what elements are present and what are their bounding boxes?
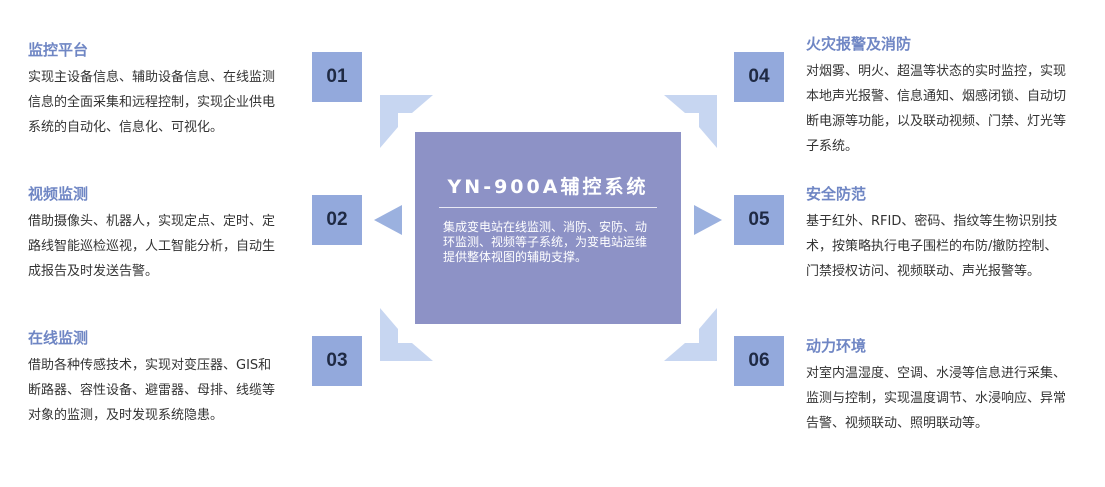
bottom-left-bracket <box>380 308 433 361</box>
feature-block-04: 火灾报警及消防 对烟雾、明火、超温等状态的实时监控，实现本地声光报警、信息通知、… <box>806 34 1068 159</box>
center-system-box: YN-900A辅控系统 集成变电站在线监测、消防、安防、动环监测、视频等子系统，… <box>415 132 681 324</box>
feature-title: 火灾报警及消防 <box>806 35 912 53</box>
number-box-06: 06 <box>734 336 784 386</box>
top-right-bracket <box>664 95 717 148</box>
center-description: 集成变电站在线监测、消防、安防、动环监测、视频等子系统，为变电站运维提供整体视图… <box>443 220 648 264</box>
number-box-03: 03 <box>312 336 362 386</box>
feature-block-05: 安全防范 基于红外、RFID、密码、指纹等生物识别技术，按策略执行电子围栏的布防… <box>806 184 1068 284</box>
feature-text: 对室内温湿度、空调、水浸等信息进行采集、监测与控制，实现温度调节、水浸响应、异常… <box>806 366 1067 431</box>
top-left-bracket <box>380 95 433 148</box>
center-title: YN-900A辅控系统 <box>447 176 649 198</box>
feature-title: 安全防范 <box>806 185 867 203</box>
left-arrow <box>374 205 402 235</box>
bottom-right-bracket <box>664 308 717 361</box>
feature-block-01: 监控平台 实现主设备信息、辅助设备信息、在线监测信息的全面采集和远程控制，实现企… <box>28 40 276 140</box>
feature-block-03: 在线监测 借助各种传感技术，实现对变压器、GIS和断路器、容性设备、避雷器、母排… <box>28 328 276 428</box>
number-box-01: 01 <box>312 52 362 102</box>
feature-text: 借助摄像头、机器人，实现定点、定时、定路线智能巡检巡视，人工智能分析，自动生成报… <box>28 214 276 279</box>
feature-title: 动力环境 <box>806 337 867 355</box>
feature-block-06: 动力环境 对室内温湿度、空调、水浸等信息进行采集、监测与控制，实现温度调节、水浸… <box>806 336 1068 436</box>
feature-title: 视频监测 <box>28 185 89 203</box>
center-divider <box>439 207 657 208</box>
number-label: 03 <box>326 350 348 371</box>
feature-text: 实现主设备信息、辅助设备信息、在线监测信息的全面采集和远程控制，实现企业供电系统… <box>28 70 276 135</box>
feature-text: 对烟雾、明火、超温等状态的实时监控，实现本地声光报警、信息通知、烟感闭锁、自动切… <box>806 64 1067 154</box>
number-label: 05 <box>748 209 770 230</box>
number-label: 01 <box>326 66 348 87</box>
number-box-05: 05 <box>734 195 784 245</box>
feature-text: 基于红外、RFID、密码、指纹等生物识别技术，按策略执行电子围栏的布防/撤防控制… <box>806 214 1058 279</box>
number-label: 02 <box>326 209 348 230</box>
feature-text: 借助各种传感技术，实现对变压器、GIS和断路器、容性设备、避雷器、母排、线缆等对… <box>28 358 276 423</box>
right-arrow <box>694 205 722 235</box>
number-box-04: 04 <box>734 52 784 102</box>
number-label: 04 <box>748 66 770 87</box>
number-box-02: 02 <box>312 195 362 245</box>
number-label: 06 <box>748 350 770 371</box>
feature-title: 监控平台 <box>28 41 89 59</box>
feature-block-02: 视频监测 借助摄像头、机器人，实现定点、定时、定路线智能巡检巡视，人工智能分析，… <box>28 184 276 284</box>
feature-title: 在线监测 <box>28 329 89 347</box>
